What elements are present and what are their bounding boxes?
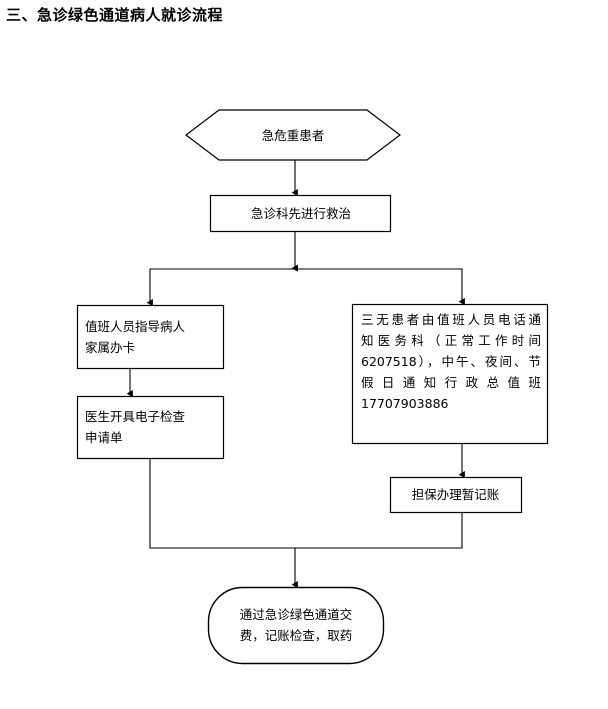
node-guarantee-credit-shape (389, 476, 523, 514)
node-final-shape (207, 586, 385, 665)
node-start-shape (185, 109, 401, 161)
node-doctor-order-shape (76, 395, 225, 460)
node-emergency-treatment-shape (209, 194, 392, 233)
page-title: 三、急诊绿色通道病人就诊流程 (6, 6, 224, 24)
node-notify-medical-dept-shape (351, 303, 549, 445)
node-staff-guide-shape (76, 304, 225, 370)
